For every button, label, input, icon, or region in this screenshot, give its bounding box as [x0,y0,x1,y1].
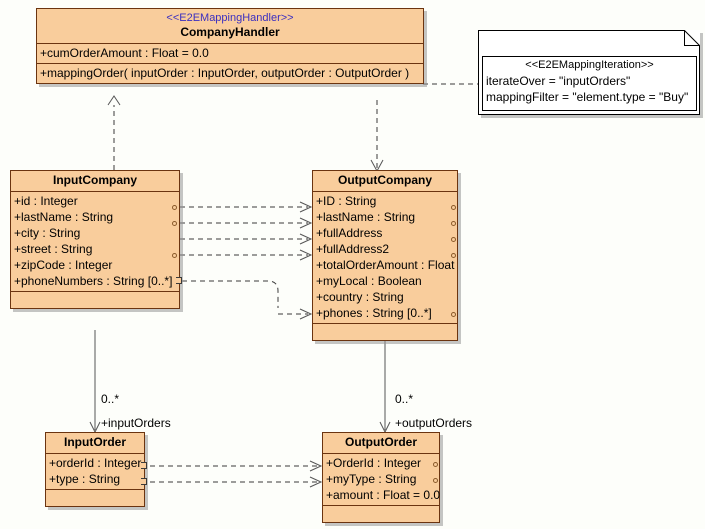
attributes-compartment: +OrderId : Integer +myType : String +amo… [323,454,441,506]
class-header-input-company: InputCompany [11,171,179,192]
attribute-row: +zipCode : Integer [14,258,113,272]
attribute-row: +OrderId : Integer [326,456,422,470]
operations-compartment: +mappingOrder( inputOrder : InputOrder, … [37,64,423,83]
port-icon-out-lastname [451,221,456,226]
class-header-output-company: OutputCompany [313,171,457,192]
class-input-order[interactable]: InputOrder +orderId : Integer +type : St… [45,432,145,507]
operations-compartment [46,490,144,506]
arrowhead-map-lastname [299,217,313,229]
port-icon-lastname [172,221,177,226]
class-stereotype: <<E2EMappingHandler>> [166,12,294,24]
operations-compartment [11,292,179,308]
port-icon-id [172,205,177,210]
note-mapping-iteration[interactable]: <<E2EMappingIteration>> iterateOver = "i… [478,30,700,115]
attribute-row: +city : String [14,226,81,240]
port-icon-phonenumbers [176,277,182,284]
class-input-company[interactable]: InputCompany +id : Integer +lastName : S… [10,170,180,309]
attribute-row: +orderId : Integer [49,456,142,470]
class-output-company[interactable]: OutputCompany +ID : String +lastName : S… [312,170,458,341]
port-icon-out-mytype [433,478,438,483]
class-name: OutputCompany [338,173,432,187]
note-line-iterate-over: iterateOver = "inputOrders" [486,74,631,88]
map-phonenumbers-to-phones [182,280,279,308]
attribute-row: +fullAddress [316,226,383,240]
class-name: CompanyHandler [180,25,280,39]
class-company-handler[interactable]: <<E2EMappingHandler>> CompanyHandler +cu… [36,8,424,84]
assoc-role-inputorders: +inputOrders [101,416,171,430]
attribute-row: +cumOrderAmount : Float = 0.0 [40,46,209,60]
class-header-input-order: InputOrder [46,433,144,454]
attributes-compartment: +cumOrderAmount : Float = 0.0 [37,44,423,64]
port-icon-type [141,478,147,485]
attributes-compartment: +orderId : Integer +type : String [46,454,144,490]
class-name: OutputOrder [345,435,417,449]
port-icon-out-phones [451,312,456,317]
port-icon-out-orderid [433,462,438,467]
attribute-row: +ID : String [316,194,377,208]
arrowhead-map-phones [299,308,313,320]
attribute-row: +street : String [14,242,93,256]
attribute-row: +phones : String [0..*] [316,306,432,320]
arrowhead-map-mytype [309,476,323,488]
attribute-row: +fullAddress2 [316,242,390,256]
port-icon-out-fulladdress2 [451,253,456,258]
class-name: InputOrder [64,435,126,449]
class-header-company-handler: <<E2EMappingHandler>> CompanyHandler [37,9,423,44]
attribute-row: +type : String [49,472,121,486]
assoc-multiplicity-outputorders: 0..* [395,392,414,406]
operation-row: +mappingOrder( inputOrder : InputOrder, … [40,66,410,80]
attribute-row: +lastName : String [14,210,114,224]
note-stereotype: <<E2EMappingIteration>> [525,59,654,71]
attribute-row: +myType : String [326,472,417,486]
note-text-block: <<E2EMappingIteration>> iterateOver = "i… [482,56,697,111]
class-name: InputCompany [53,173,137,187]
port-icon-street [172,253,177,258]
assoc-multiplicity-inputorders: 0..* [101,392,120,406]
attribute-row: +lastName : String [316,210,416,224]
port-icon-out-id [451,205,456,210]
note-line-mapping-filter: mappingFilter = "element.type = "Buy" [486,90,689,104]
attribute-row: +id : Integer [14,194,78,208]
class-header-output-order: OutputOrder [323,433,439,454]
attributes-compartment: +id : Integer +lastName : String +city :… [11,192,179,292]
assoc-role-outputorders: +outputOrders [395,416,473,430]
arrowhead-map-orderid [309,460,323,472]
attribute-row: +totalOrderAmount : Float [316,258,455,272]
arrowhead-map-fulladdress2 [299,249,313,261]
class-output-order[interactable]: OutputOrder +OrderId : Integer +myType :… [322,432,440,523]
operations-compartment [323,506,439,522]
attribute-row: +amount : Float = 0.0 [326,488,441,502]
attributes-compartment: +ID : String +lastName : String +fullAdd… [313,192,457,324]
arrowhead-map-fulladdress [299,233,313,245]
port-icon-orderid [141,462,147,469]
operations-compartment [313,324,457,340]
attribute-row: +country : String [316,290,404,304]
port-icon-out-fulladdress [451,237,456,242]
attribute-row: +myLocal : Boolean [316,274,422,288]
attribute-row: +phoneNumbers : String [0..*] [14,274,173,288]
arrowhead-up-handler [107,95,121,106]
arrowhead-map-id [299,201,313,213]
